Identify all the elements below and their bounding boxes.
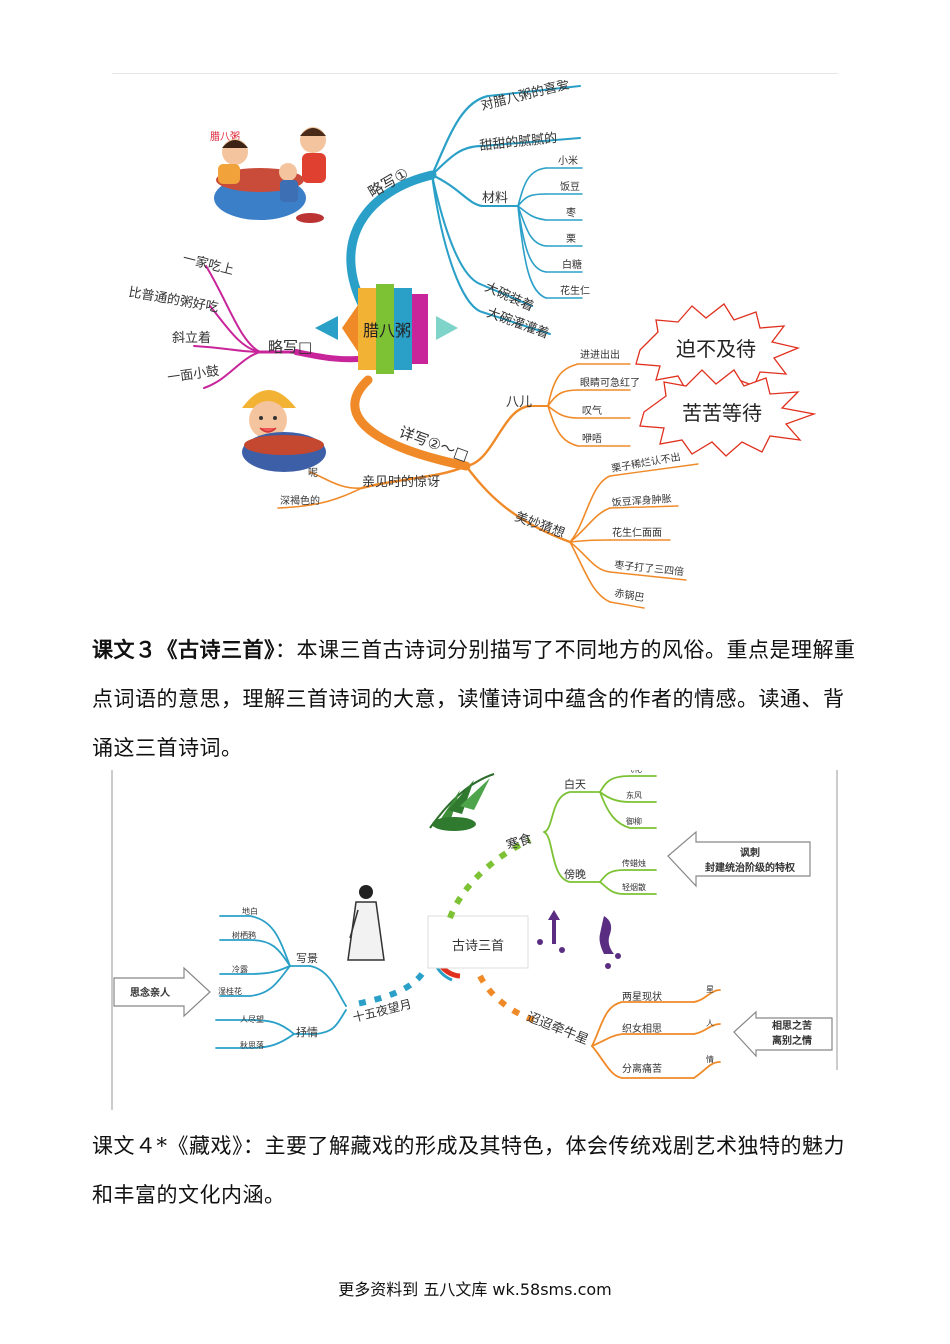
svg-text:冷露: 冷露 — [232, 964, 248, 974]
svg-text:一面小鼓: 一面小鼓 — [166, 364, 220, 386]
svg-text:封建统治阶级的特权: 封建统治阶级的特权 — [705, 861, 796, 874]
svg-text:亲见时的惊讶: 亲见时的惊讶 — [362, 474, 440, 490]
center-node-laba: 腊八粥 — [315, 284, 458, 374]
svg-text:秋思落: 秋思落 — [240, 1040, 264, 1050]
svg-text:进进出出: 进进出出 — [580, 348, 620, 361]
svg-text:两星现状: 两星现状 — [622, 990, 662, 1003]
paragraph-lesson-3: 课文３《古诗三首》：本课三首古诗词分别描写了不同地方的风俗。重点是理解重点词语的… — [92, 625, 862, 773]
svg-text:栗: 栗 — [566, 233, 576, 245]
svg-text:人尽望: 人尽望 — [240, 1014, 264, 1024]
burst-waiting: 苦苦等待 — [639, 369, 817, 457]
note-satire: 讽刺 封建统治阶级的特权 — [667, 830, 811, 888]
note-missing-family: 思念亲人 — [113, 966, 211, 1018]
top-rule — [112, 73, 838, 74]
svg-text:花生仁面面: 花生仁面面 — [612, 526, 662, 539]
svg-text:大碗灌灌着: 大碗灌灌着 — [485, 305, 552, 342]
paragraph-lesson-4: 课文４*《藏戏》：主要了解藏戏的形成及其特色，体会传统戏剧艺术独特的魅力和丰富的… — [92, 1134, 845, 1207]
svg-text:御柳: 御柳 — [626, 816, 642, 826]
svg-text:东风: 东风 — [626, 790, 642, 800]
illustration-child-porridge — [242, 390, 326, 472]
svg-text:古诗三首: 古诗三首 — [452, 939, 504, 954]
svg-text:深褐色的: 深褐色的 — [280, 494, 320, 507]
svg-text:比普通的粥好吃: 比普通的粥好吃 — [127, 284, 219, 316]
svg-text:花生仁: 花生仁 — [560, 284, 590, 297]
branch-material: 材料 — [482, 191, 508, 206]
svg-text:思念亲人: 思念亲人 — [130, 986, 171, 999]
center-node-poems: 古诗三首 — [427, 915, 529, 982]
svg-text:相思之苦: 相思之苦 — [772, 1019, 812, 1032]
svg-text:写景: 写景 — [296, 952, 318, 965]
svg-text:讽刺: 讽刺 — [740, 846, 760, 859]
svg-text:地白: 地白 — [242, 906, 258, 916]
svg-text:饭豆: 饭豆 — [560, 181, 580, 193]
weaver-figures — [537, 910, 621, 969]
svg-text:迫不及待: 迫不及待 — [676, 337, 756, 361]
svg-text:饭豆浑身肿胀: 饭豆浑身肿胀 — [611, 492, 672, 509]
branch-love: 对腊八粥的喜爱 — [479, 80, 571, 114]
footer-source: 更多资料到 五八文库 wk.58sms.com — [338, 1280, 612, 1299]
svg-text:飞花: 飞花 — [626, 770, 642, 774]
svg-text:湿桂花: 湿桂花 — [218, 986, 242, 996]
svg-text:赤锅巴: 赤锅巴 — [613, 587, 645, 604]
lesson-3-title: 课文３《古诗三首》 — [92, 637, 275, 662]
svg-text:八儿: 八儿 — [506, 395, 532, 410]
poem-tiaotiao: 迢迢牵牛星 — [525, 1010, 591, 1048]
svg-text:枣子打了三四倍: 枣子打了三四倍 — [614, 558, 685, 578]
svg-text:离别之情: 离别之情 — [772, 1034, 812, 1047]
svg-text:人: 人 — [706, 1019, 714, 1028]
willow-illustration — [429, 773, 495, 831]
svg-text:呢: 呢 — [308, 467, 318, 479]
svg-text:分离痛苦: 分离痛苦 — [622, 1062, 662, 1075]
note-longing: 相思之苦 离别之情 — [733, 1010, 833, 1058]
svg-text:白天: 白天 — [564, 777, 586, 791]
lesson-3-text: ：本课三首古诗词分别描写了不同地方的风俗。重点是理解重点词语的意思，理解三首诗词… — [92, 638, 856, 760]
svg-text:美妙猜想: 美妙猜想 — [513, 509, 567, 542]
illustration-family-porridge: 腊八粥 — [210, 127, 326, 223]
branch-sweet: 甜甜的腻腻的 — [479, 130, 558, 154]
svg-text:眼睛可急红了: 眼睛可急红了 — [580, 376, 640, 389]
svg-text:咿唔: 咿唔 — [582, 433, 602, 445]
branch-brief-2: 略写□ — [268, 338, 312, 356]
svg-text:情: 情 — [706, 1054, 714, 1064]
svg-text:斜立着: 斜立着 — [172, 330, 211, 346]
mindmap-laba-porridge: 腊八粥 — [127, 80, 817, 609]
svg-text:枣: 枣 — [566, 207, 576, 219]
svg-text:织女相思: 织女相思 — [622, 1022, 662, 1035]
burst-eager: 迫不及待 — [635, 303, 801, 393]
svg-text:树栖鸦: 树栖鸦 — [232, 930, 256, 940]
svg-text:抒情: 抒情 — [296, 1025, 318, 1039]
svg-text:轻烟散: 轻烟散 — [622, 882, 646, 892]
svg-text:一家吃上: 一家吃上 — [181, 250, 235, 278]
poem-hanshi: 寒食 — [504, 831, 534, 854]
svg-text:苦苦等待: 苦苦等待 — [682, 401, 762, 425]
poet-figure — [347, 885, 385, 961]
svg-text:小米: 小米 — [558, 154, 578, 167]
svg-text:白糖: 白糖 — [562, 258, 582, 271]
svg-text:叹气: 叹气 — [582, 404, 602, 417]
svg-text:傍晚: 傍晚 — [564, 867, 586, 881]
svg-text:星: 星 — [706, 985, 714, 994]
svg-text:传蜡烛: 传蜡烛 — [622, 858, 646, 868]
mindmap-three-poems: 古诗三首 寒食 白天 飞花 东风 御柳 傍晚 传蜡烛 轻烟散 讽刺 封建统治阶级… — [111, 770, 838, 1110]
svg-text:腊八粥: 腊八粥 — [363, 321, 411, 340]
